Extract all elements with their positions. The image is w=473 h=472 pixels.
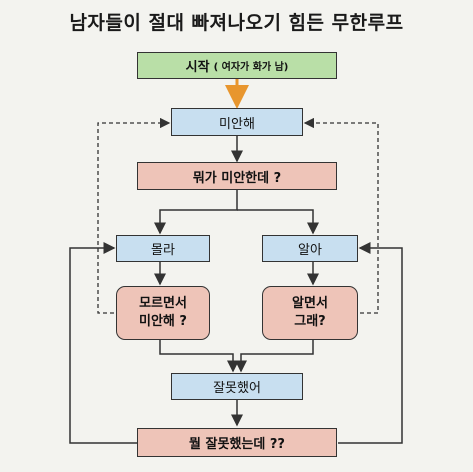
page-title: 남자들이 절대 빠져나오기 힘든 무한루프 <box>69 12 404 34</box>
arrow-right-to-fault <box>235 340 314 373</box>
start-note: ( 여자가 화가 남) <box>213 62 289 73</box>
what-fault-node: 뭘 잘못했는데 ?? <box>137 428 337 457</box>
know-node: 알아 <box>262 235 358 262</box>
loop-bottom-to-know <box>338 242 403 444</box>
knowing-yet-node: 알면서 그래? <box>262 286 358 340</box>
arrow-question-to-know <box>237 209 319 235</box>
arrow-question-to-dont-know <box>154 190 238 235</box>
arrow-left-to-fault <box>159 340 239 373</box>
sorry-without-knowing-node: 모르면서 미안해 ? <box>116 286 210 340</box>
my-fault-node: 잘못했어 <box>171 373 303 400</box>
loop-bottom-to-dont-know <box>69 242 137 444</box>
dashed-loop-right <box>303 117 379 314</box>
start-label: 시작 <box>185 60 210 75</box>
what-sorry-node: 뭐가 미안한데 ? <box>137 162 337 190</box>
dont-know-node: 몰라 <box>116 235 210 262</box>
dashed-loop-left <box>97 117 171 314</box>
start-node: 시작 ( 여자가 화가 남) <box>137 52 337 79</box>
sorry-node: 미안해 <box>171 108 303 136</box>
